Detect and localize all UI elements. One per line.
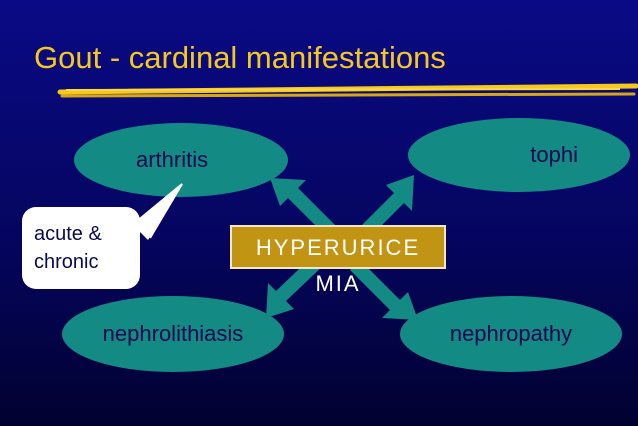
callout-line2: chronic (34, 251, 99, 273)
node-arthritis-label: arthritis (136, 147, 209, 172)
node-nephropathy: nephropathy (400, 296, 622, 372)
node-nephropathy-label: nephropathy (449, 321, 573, 346)
slide-title: Gout - cardinal manifestations (34, 40, 446, 75)
callout-text: acute & chronic (34, 220, 144, 276)
center-box (230, 225, 446, 269)
arrow-to-arthritis (270, 178, 338, 238)
center-label-line1: HYPERURICE (255, 235, 421, 260)
node-nephrolithiasis-label: nephrolithiasis (102, 321, 244, 346)
center-label-line2: MIA (315, 271, 361, 296)
arrow-to-nephropathy (350, 260, 418, 320)
callout-bubble (22, 207, 140, 289)
callout-line1: acute & (34, 223, 102, 245)
node-tophi: tophi (408, 118, 630, 192)
node-tophi-label: tophi (530, 142, 578, 167)
node-nephrolithiasis: nephrolithiasis (62, 296, 284, 372)
